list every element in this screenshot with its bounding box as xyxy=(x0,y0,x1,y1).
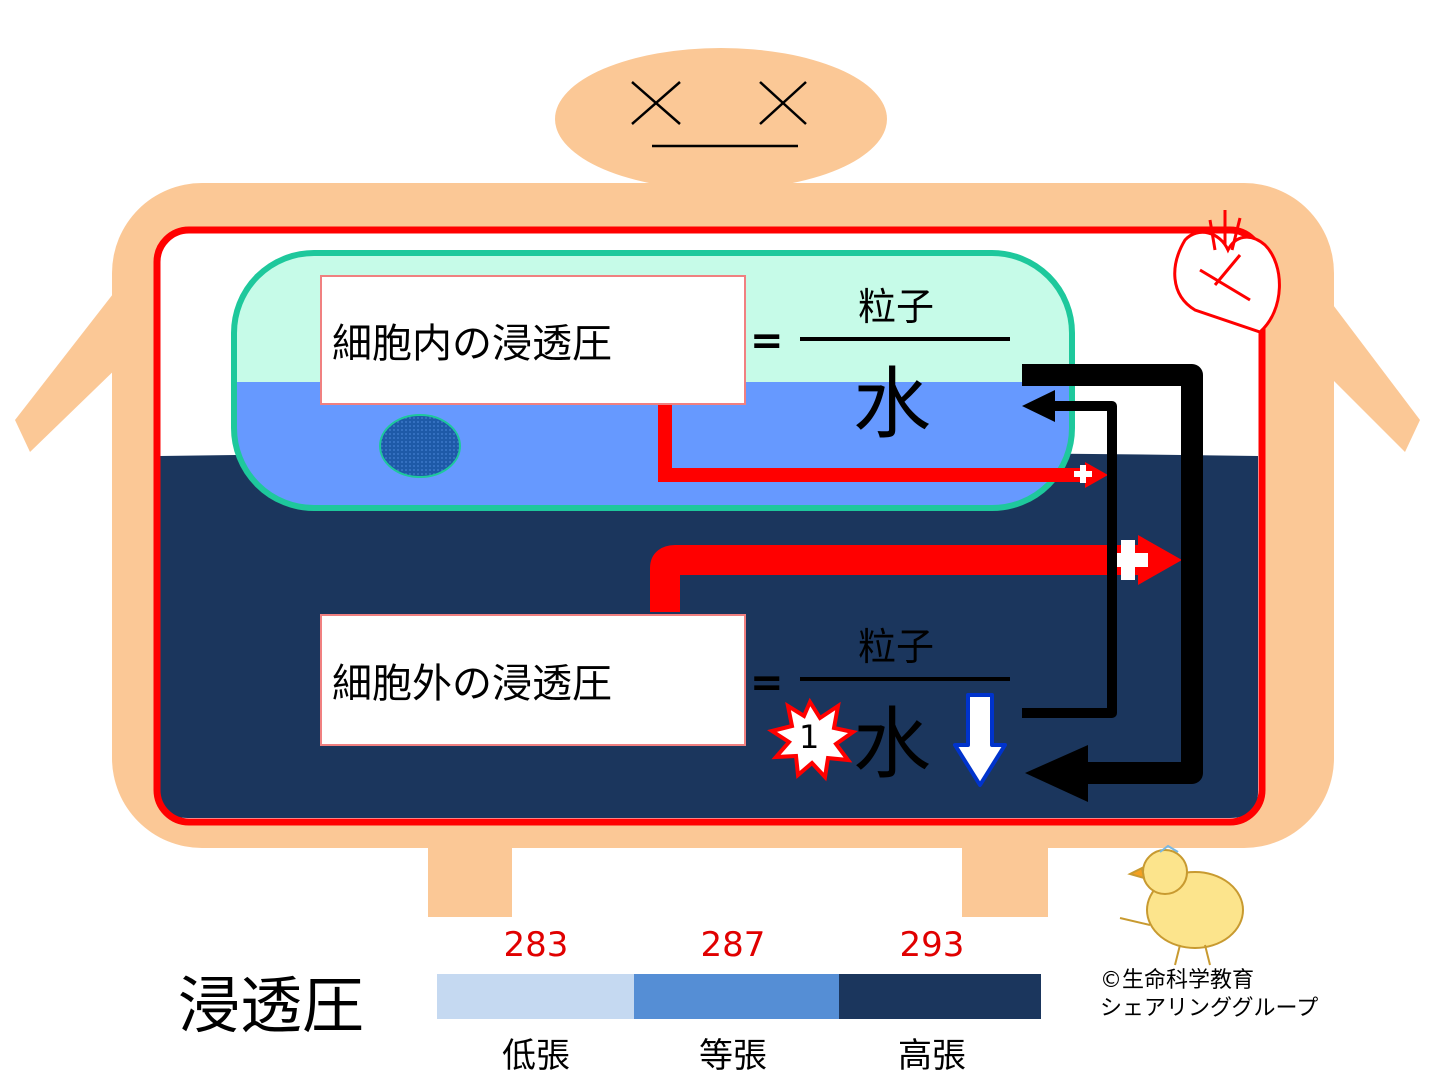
fraction-bottom-numerator: 粒子 xyxy=(858,625,935,669)
credit-line-1: ©生命科学教育 xyxy=(1100,968,1255,993)
chick-icon xyxy=(1119,844,1244,966)
starburst-badge xyxy=(767,697,858,782)
plus-icon-large xyxy=(1108,540,1148,580)
scale-label-iso: 等張 xyxy=(699,1036,767,1076)
red-arrow-intracellular xyxy=(658,400,1085,482)
equals-sign-top: = xyxy=(750,318,784,364)
intracellular-osmotic-label: 細胞内の浸透圧 xyxy=(320,275,746,405)
black-arrow-thick xyxy=(1022,364,1203,784)
right-leg xyxy=(962,835,1048,917)
left-leg xyxy=(428,835,512,917)
fraction-bottom-line xyxy=(800,677,1010,681)
scale-title: 浸透圧 xyxy=(178,969,365,1042)
starburst-badge-number: 1 xyxy=(799,718,820,756)
scale-value-iso: 287 xyxy=(700,925,766,965)
fraction-top-line xyxy=(800,337,1010,341)
blue-down-arrow-icon xyxy=(953,693,1007,787)
scale-value-high: 293 xyxy=(899,925,965,965)
face-eyes xyxy=(631,81,807,125)
plus-icon-small xyxy=(1074,465,1092,483)
equals-sign-bottom: = xyxy=(750,660,784,706)
black-arrowhead-thick xyxy=(1025,745,1088,802)
red-arrow-extracellular xyxy=(650,545,1140,612)
scale-segment-iso xyxy=(634,974,839,1019)
extracellular-osmotic-label: 細胞外の浸透圧 xyxy=(320,614,746,746)
credit-line-2: シェアリンググループ xyxy=(1100,996,1319,1021)
scale-segment-low xyxy=(437,974,634,1019)
scale-label-high: 高張 xyxy=(898,1036,966,1076)
fraction-top-denominator: 水 xyxy=(853,360,932,450)
black-arrowhead-thin xyxy=(1022,390,1055,422)
fraction-bottom-denominator: 水 xyxy=(853,700,932,790)
black-arrow-thin xyxy=(1022,401,1117,718)
nucleus xyxy=(379,414,461,478)
fraction-top-numerator: 粒子 xyxy=(858,285,935,329)
heart-icon xyxy=(1173,210,1281,334)
credit-text: ©生命科学教育 シェアリンググループ xyxy=(1100,967,1318,1023)
intracellular-label-text: 細胞内の浸透圧 xyxy=(332,321,612,367)
scale-value-low: 283 xyxy=(503,925,569,965)
red-arrowhead-intracellular xyxy=(1085,462,1108,488)
left-arm xyxy=(15,285,125,452)
scale-segment-high xyxy=(839,974,1041,1019)
vessel-wall xyxy=(153,226,1266,826)
head xyxy=(555,48,887,190)
right-arm xyxy=(1313,285,1420,452)
extracellular-label-text: 細胞外の浸透圧 xyxy=(332,661,612,707)
scale-label-low: 低張 xyxy=(502,1036,570,1076)
red-arrowhead-extracellular xyxy=(1138,535,1182,585)
